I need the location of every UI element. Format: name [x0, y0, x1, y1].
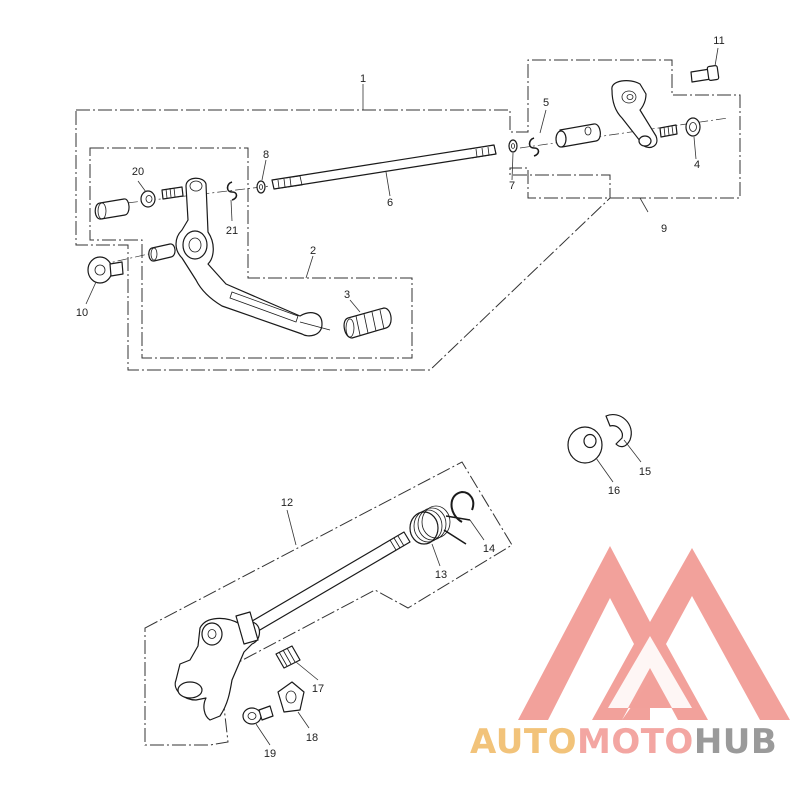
upper-lever-part-9 [611, 80, 658, 149]
callout-6: 6 [387, 197, 393, 209]
pivot-bushing [148, 243, 176, 262]
shift-rod-part-6 [271, 144, 497, 190]
group-outline-12 [144, 461, 513, 746]
gear-pedal-part-2 [175, 177, 331, 337]
logo-word-hub: HUB [693, 722, 778, 762]
logo-word-auto: AUTO [470, 722, 577, 762]
nut-part-18 [277, 681, 305, 713]
callout-9: 9 [661, 223, 667, 235]
pedal-rubber-part-3 [343, 307, 392, 339]
clip-part-5 [528, 137, 540, 157]
callout-17: 17 [312, 683, 324, 695]
stud-part-17 [275, 645, 301, 669]
clip-part-21 [226, 181, 238, 201]
group-outline-2 [89, 147, 413, 359]
nut-part-8 [256, 180, 266, 194]
callout-7: 7 [509, 180, 515, 192]
callout-12: 12 [281, 497, 293, 509]
shift-shaft-part-12 [174, 531, 411, 721]
return-spring-part-13 [409, 505, 471, 545]
logo-mark-icon [518, 546, 790, 720]
callout-11: 11 [713, 35, 724, 47]
callout-21: 21 [226, 225, 238, 237]
logo-wordmark: AUTOMOTOHUB [470, 722, 800, 762]
stud-upper [659, 124, 678, 138]
callout-5: 5 [543, 97, 549, 109]
washer-part-16 [567, 426, 603, 464]
callout-3: 3 [344, 289, 350, 301]
callout-labels: 1 2 3 4 5 6 7 8 9 10 11 12 13 14 15 16 1… [76, 35, 725, 760]
callout-2: 2 [310, 245, 316, 257]
bolt-part-10 [87, 256, 124, 284]
automotohub-logo: AUTOMOTOHUB [470, 540, 800, 800]
callout-16: 16 [608, 485, 620, 497]
callout-8: 8 [263, 149, 269, 161]
rod-end-joint [555, 123, 601, 148]
axis-line-pivot [99, 247, 176, 266]
bolt-part-11 [690, 65, 720, 83]
callout-1: 1 [360, 73, 366, 85]
nut-part-7 [508, 139, 518, 153]
callout-13: 13 [435, 569, 447, 581]
callout-4: 4 [694, 159, 700, 171]
callout-10: 10 [76, 307, 88, 319]
logo-word-moto: MOTO [576, 722, 694, 762]
bolt-part-19 [242, 705, 274, 725]
leader-lines [85, 47, 719, 746]
stud-left [161, 186, 184, 200]
circlip-part-15 [605, 414, 632, 448]
callout-19: 19 [264, 748, 276, 760]
washer-part-20 [140, 190, 156, 208]
callout-15: 15 [639, 466, 651, 478]
callout-14: 14 [483, 543, 495, 555]
left-rod-end [94, 198, 130, 220]
callout-20: 20 [132, 166, 144, 178]
group-outline-1 [75, 59, 741, 371]
bushing-part-4 [685, 117, 701, 137]
callout-18: 18 [306, 732, 318, 744]
circlip-part-14 [450, 490, 475, 523]
